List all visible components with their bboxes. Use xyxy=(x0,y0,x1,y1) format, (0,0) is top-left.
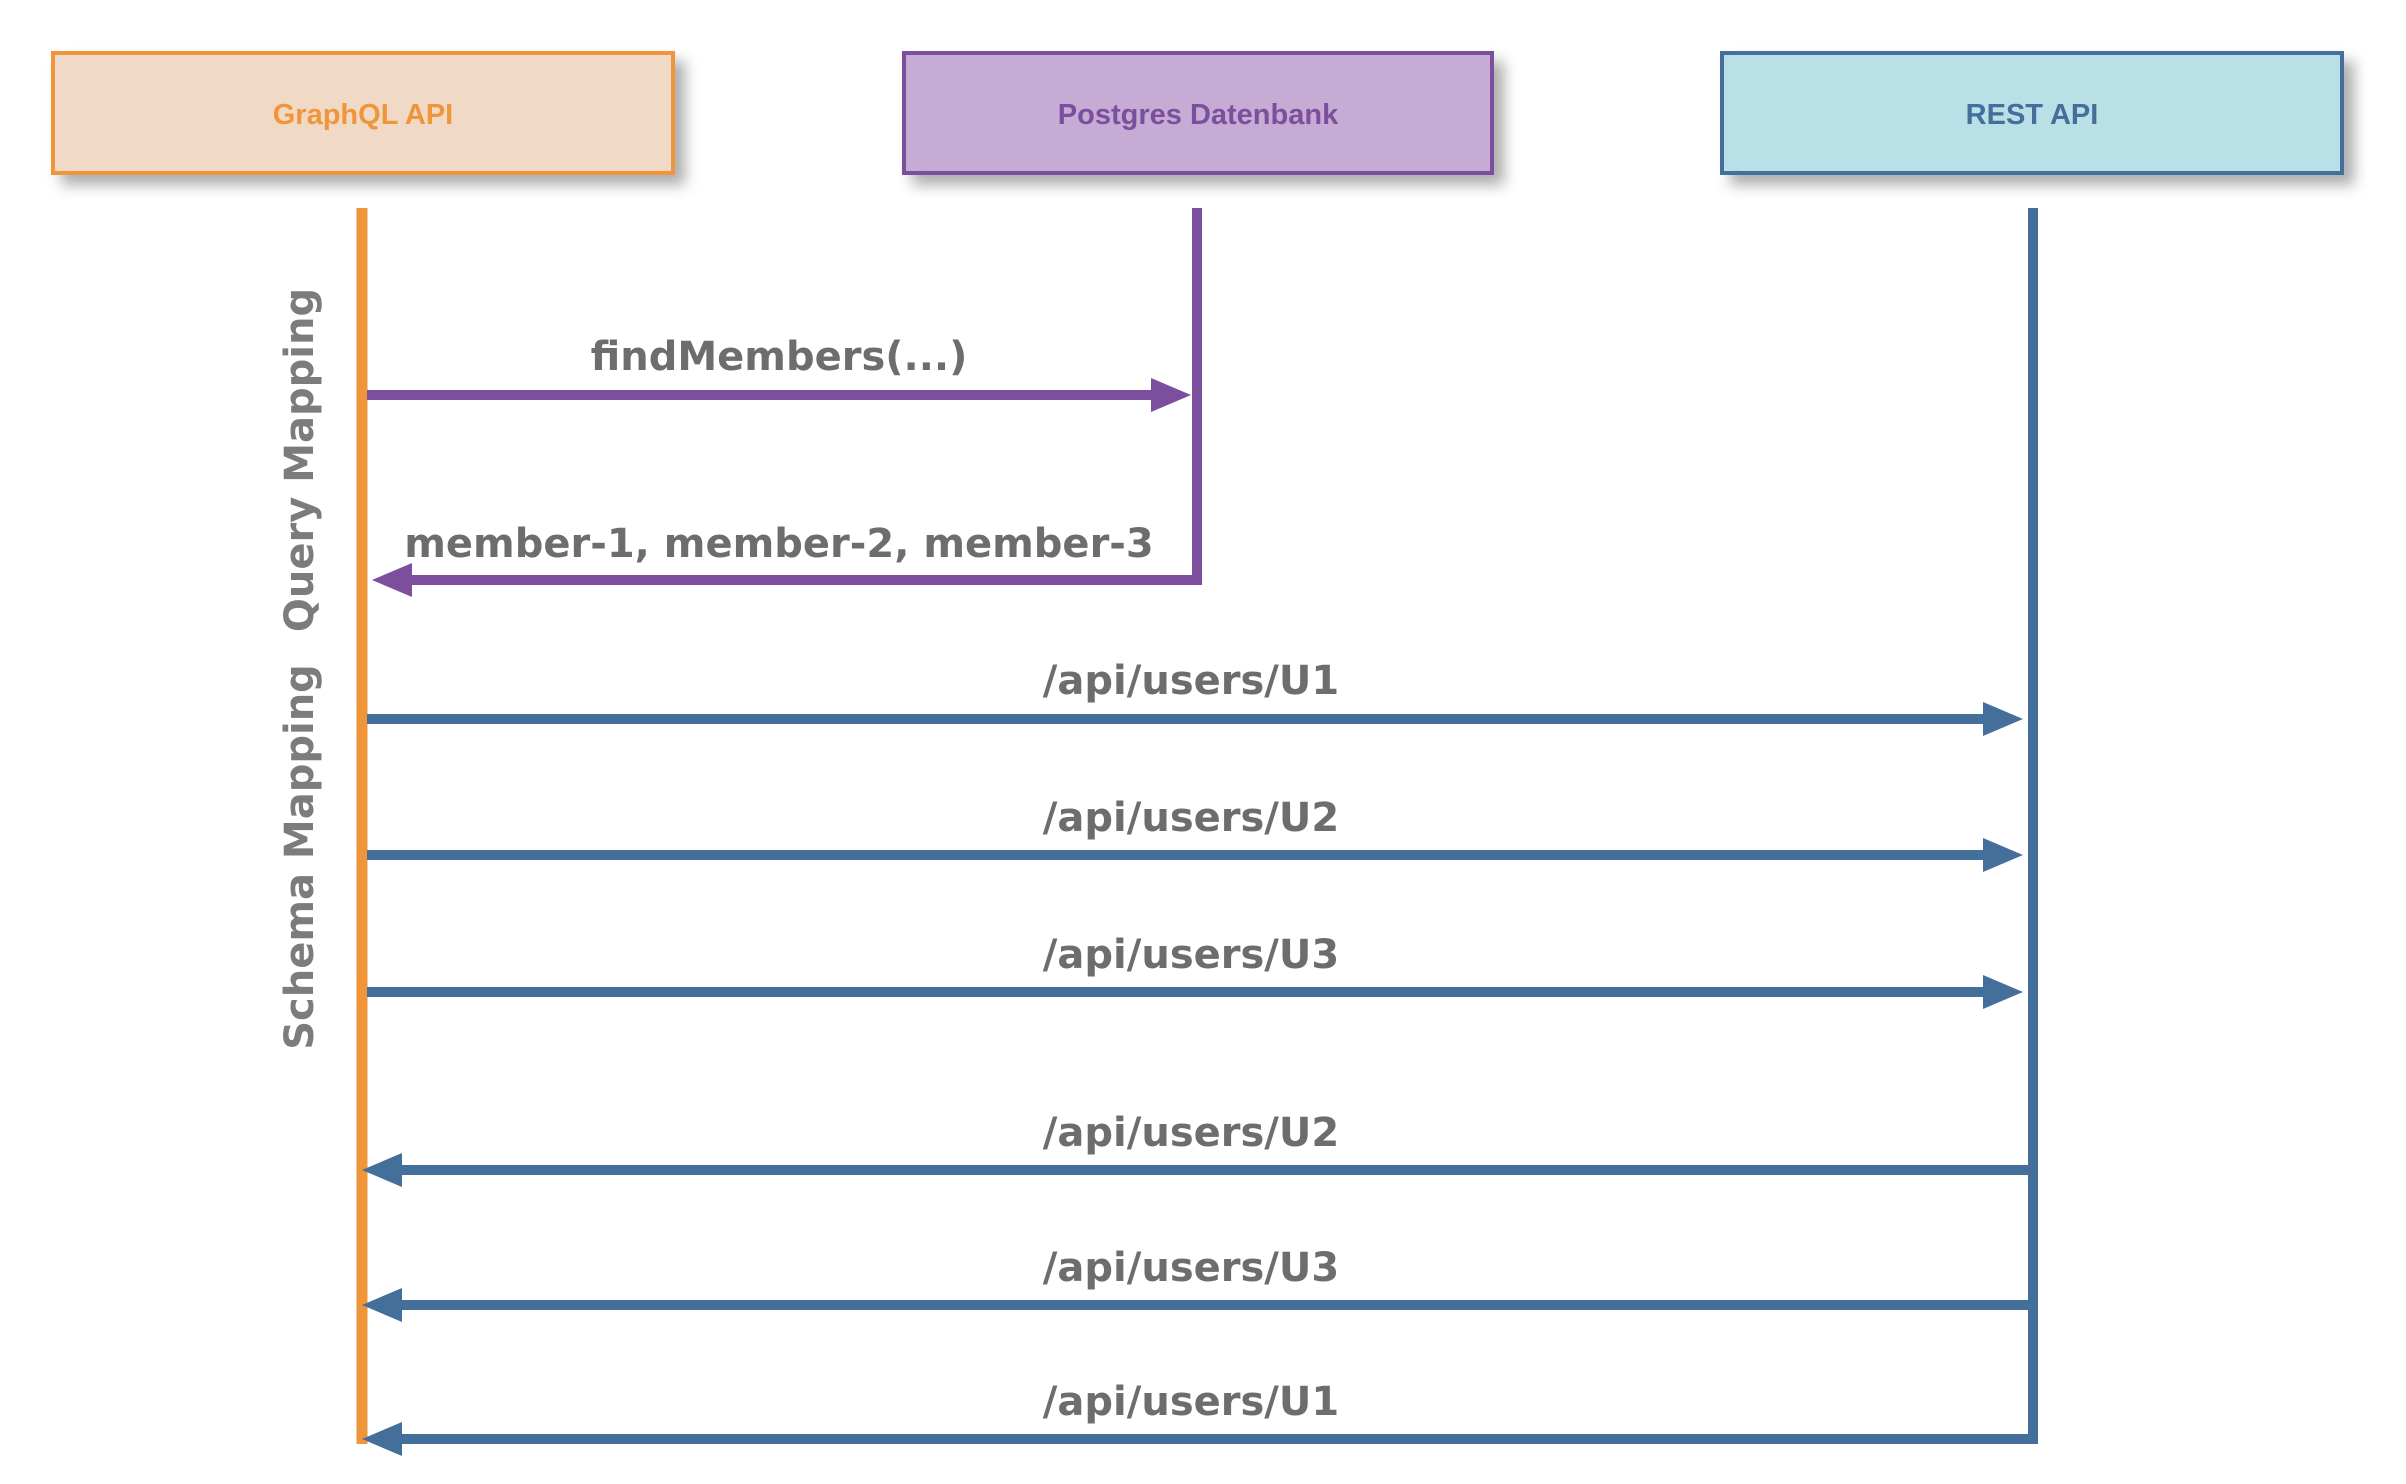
message-request-u2: /api/users/U2 xyxy=(367,795,2023,872)
arrowhead-left xyxy=(372,563,412,597)
participant-rest-box xyxy=(1720,51,2344,175)
message-label: /api/users/U1 xyxy=(1043,658,1339,704)
message-label: /api/users/U2 xyxy=(1043,1110,1339,1156)
message-member-list: member-1, member-2, member-3 xyxy=(372,521,1202,597)
participant-rest-label: REST API xyxy=(1966,99,2099,131)
arrowhead-right xyxy=(1151,378,1191,412)
message-label: /api/users/U3 xyxy=(1043,1245,1339,1291)
message-label: member-1, member-2, member-3 xyxy=(404,521,1153,567)
arrowhead-right xyxy=(1983,702,2023,736)
message-line xyxy=(412,575,1202,585)
message-request-u1: /api/users/U1 xyxy=(367,658,2023,736)
arrowhead-right xyxy=(1983,975,2023,1009)
participant-graphql-box xyxy=(51,51,675,175)
participant-rest: REST API xyxy=(1720,51,2344,175)
phase-label-query-mapping: Query Mapping xyxy=(277,288,323,632)
message-response-u3: /api/users/U3 xyxy=(362,1245,2033,1322)
arrowhead-left xyxy=(362,1153,402,1187)
participant-postgres-box xyxy=(902,51,1494,175)
message-response-u2: /api/users/U2 xyxy=(362,1110,2033,1187)
participant-postgres-label: Postgres Datenbank xyxy=(1058,99,1339,131)
phase-label-schema-mapping: Schema Mapping xyxy=(277,664,323,1050)
participant-graphql-label: GraphQL API xyxy=(273,99,453,131)
message-label: /api/users/U1 xyxy=(1043,1379,1339,1425)
participant-postgres: Postgres Datenbank xyxy=(902,51,1494,175)
message-request-u3: /api/users/U3 xyxy=(367,932,2023,1009)
participant-graphql: GraphQL API xyxy=(51,51,675,175)
message-label: /api/users/U2 xyxy=(1043,795,1339,841)
message-find-members: findMembers(...) xyxy=(367,334,1191,412)
arrowhead-left xyxy=(362,1422,402,1456)
message-response-u1: /api/users/U1 xyxy=(362,1379,2038,1456)
message-label: /api/users/U3 xyxy=(1043,932,1339,978)
message-label: findMembers(...) xyxy=(591,334,968,380)
arrowhead-left xyxy=(362,1288,402,1322)
arrowhead-right xyxy=(1983,838,2023,872)
